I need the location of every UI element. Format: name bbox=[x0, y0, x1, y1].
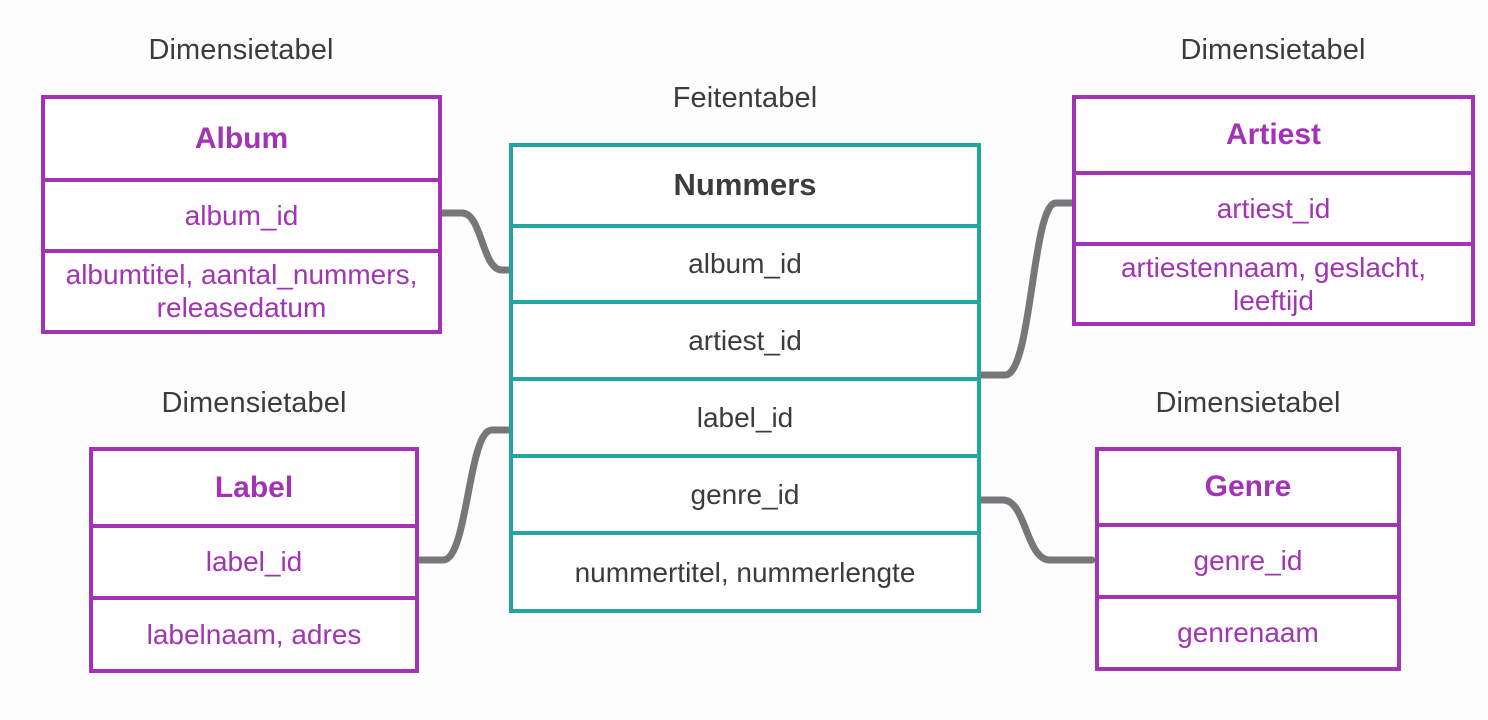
artiest-table-title: Artiest bbox=[1225, 118, 1322, 152]
label-key-field: label_id bbox=[93, 524, 415, 595]
fact-table-nummers[interactable]: Nummers album_id artiest_id label_id gen… bbox=[509, 143, 981, 613]
album-key-field: album_id bbox=[45, 178, 438, 249]
album-attributes-field: albumtitel, aantal_nummers, releasedatum bbox=[45, 248, 438, 330]
label-attributes-field: labelnaam, adres bbox=[93, 595, 415, 669]
caption-label-dimension: Dimensietabel bbox=[161, 387, 347, 419]
caption-album-dimension: Dimensietabel bbox=[148, 34, 334, 66]
caption-artiest-dimension: Dimensietabel bbox=[1180, 34, 1366, 66]
connector-nummers-to-artiest bbox=[975, 199, 1076, 379]
genre-key-field: genre_id bbox=[1099, 523, 1397, 594]
fact-table-title: Nummers bbox=[673, 167, 817, 203]
artiest-attributes-field: artiestennaam, geslacht, leeftijd bbox=[1076, 241, 1471, 322]
fact-field-label-id: label_id bbox=[513, 376, 977, 454]
connector-nummers-to-genre bbox=[975, 496, 1096, 564]
artiest-key-field: artiest_id bbox=[1076, 171, 1471, 242]
dimension-table-label[interactable]: Label label_id labelnaam, adres bbox=[89, 447, 419, 673]
caption-fact-table: Feitentabel bbox=[672, 82, 818, 114]
genre-attributes-field: genrenaam bbox=[1099, 594, 1397, 667]
genre-table-title: Genre bbox=[1204, 470, 1292, 504]
fact-field-artiest-id: artiest_id bbox=[513, 300, 977, 377]
fact-field-genre-id: genre_id bbox=[513, 453, 977, 532]
fact-field-album-id: album_id bbox=[513, 223, 977, 301]
label-table-title: Label bbox=[214, 470, 294, 504]
fact-field-measures: nummertitel, nummerlengte bbox=[513, 531, 977, 609]
connector-label-to-nummers bbox=[415, 426, 516, 564]
dimension-table-genre[interactable]: Genre genre_id genrenaam bbox=[1095, 447, 1401, 671]
album-table-title: Album bbox=[194, 121, 289, 155]
dimension-table-album[interactable]: Album album_id albumtitel, aantal_nummer… bbox=[41, 95, 442, 334]
connector-album-to-nummers bbox=[437, 209, 516, 274]
dimension-table-artiest[interactable]: Artiest artiest_id artiestennaam, geslac… bbox=[1072, 95, 1475, 326]
caption-genre-dimension: Dimensietabel bbox=[1155, 387, 1341, 419]
